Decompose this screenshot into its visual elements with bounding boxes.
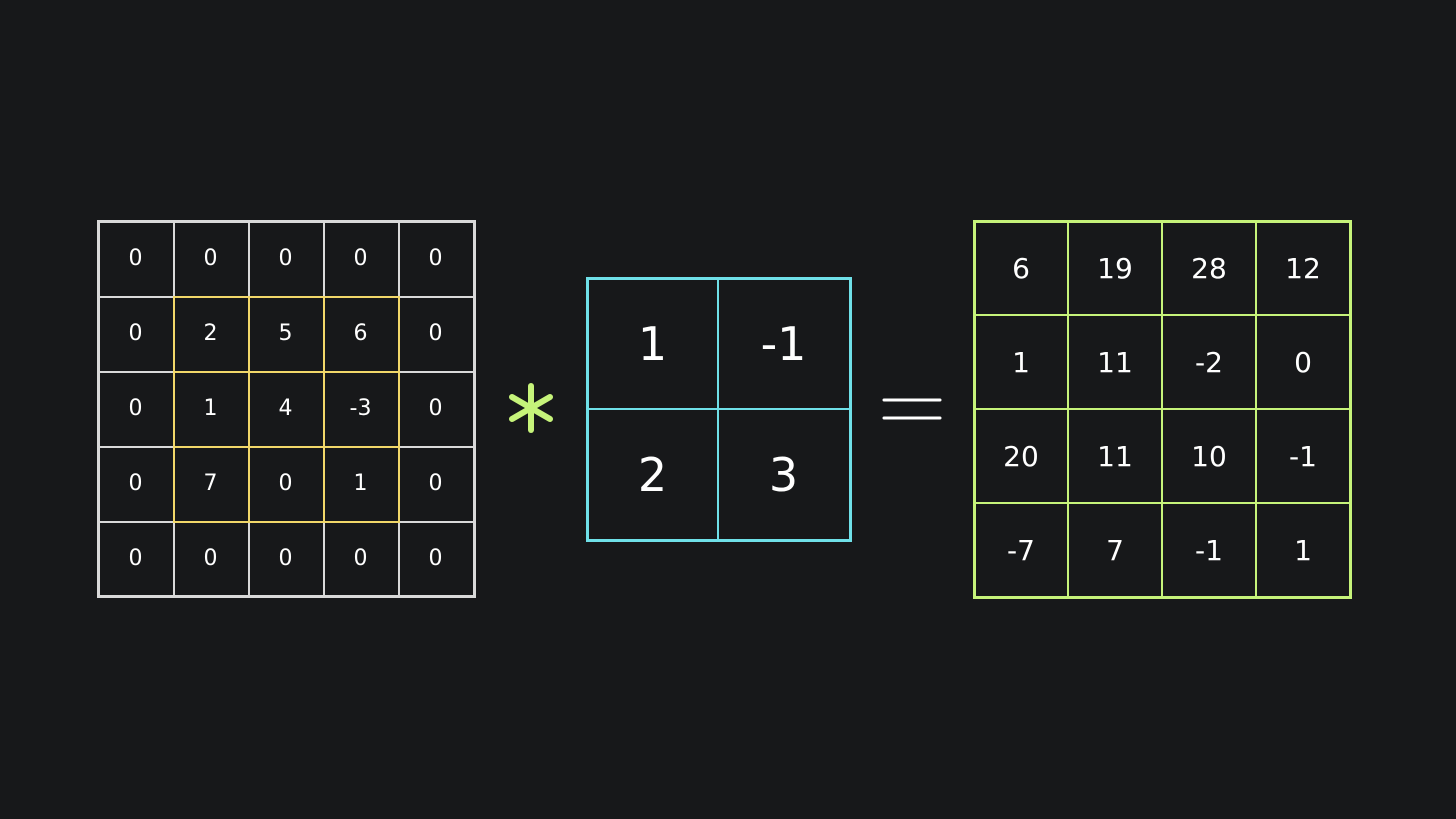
output-grid-line [1161,220,1163,599]
output-grid-line [1255,220,1257,599]
output-cell-0-0: 6 [1012,251,1030,285]
input-cell-3-3: 1 [353,471,368,496]
input-cell-4-3: 0 [353,546,368,571]
input-grid-line [97,521,175,523]
kernel-grid-line [586,277,852,280]
input-cell-1-1: 2 [203,321,218,346]
input-cell-4-0: 0 [128,546,143,571]
output-cell-0-2: 28 [1191,251,1227,285]
input-cell-2-3: -3 [349,396,372,421]
input-cell-4-4: 0 [428,546,443,571]
input-cell-4-1: 0 [203,546,218,571]
output-cell-1-2: -2 [1195,345,1223,379]
input-cell-0-2: 0 [278,246,293,271]
input-grid-line [473,220,476,598]
kernel-grid-line [586,539,852,542]
kernel-matrix: 1 -1 2 3 [587,278,849,540]
output-cell-3-2: -1 [1195,533,1223,567]
output-grid-line [1067,220,1069,599]
output-cell-1-0: 1 [1012,345,1030,379]
input-grid-line [173,521,175,598]
output-cell-0-1: 19 [1097,251,1133,285]
input-grid-line [97,446,175,448]
input-cell-1-0: 0 [128,321,143,346]
kernel-cell-0-0: 1 [637,316,668,371]
input-grid-line [323,521,325,598]
input-cell-3-2: 0 [278,471,293,496]
output-cell-1-3: 0 [1294,345,1312,379]
highlight-grid-line [173,371,400,373]
input-grid-line [97,371,175,373]
input-cell-1-3: 6 [353,321,368,346]
output-cell-3-0: -7 [1007,533,1035,567]
output-cell-2-0: 20 [1003,439,1039,473]
input-cell-2-4: 0 [428,396,443,421]
highlight-grid-line [323,296,325,523]
output-cell-2-3: -1 [1289,439,1317,473]
input-grid-line [248,521,250,598]
input-cell-2-0: 0 [128,396,143,421]
input-grid-line [398,521,476,523]
kernel-grid-line [586,277,589,542]
output-cell-3-1: 7 [1106,533,1124,567]
input-grid-line [398,446,476,448]
highlight-grid-line [173,446,400,448]
input-cell-0-3: 0 [353,246,368,271]
input-cell-2-2: 4 [278,396,293,421]
kernel-cell-1-0: 2 [637,447,668,502]
output-cell-2-2: 10 [1191,439,1227,473]
kernel-cell-0-1: -1 [760,316,807,371]
highlight-grid-line [173,296,175,523]
input-cell-1-2: 5 [278,321,293,346]
highlight-grid-line [173,296,400,298]
output-cell-1-1: 11 [1097,345,1133,379]
output-cell-3-3: 1 [1294,533,1312,567]
output-grid-line [973,220,976,599]
kernel-cell-1-1: 3 [768,447,799,502]
input-grid-line [173,220,175,297]
highlight-grid-line [398,296,400,523]
input-grid-line [97,220,476,223]
output-grid-line [1349,220,1352,599]
input-cell-3-1: 7 [203,471,218,496]
kernel-grid-line [586,408,852,410]
input-grid-line [97,296,175,298]
output-matrix: 6 19 28 12 1 11 -2 0 20 11 10 -1 -7 7 -1… [974,221,1350,597]
highlight-grid-line [173,521,400,523]
equals-icon [882,398,942,420]
highlight-grid-line [248,296,250,523]
output-cell-0-3: 12 [1285,251,1321,285]
input-cell-1-4: 0 [428,321,443,346]
input-grid-line [248,220,250,297]
output-cell-2-1: 11 [1097,439,1133,473]
input-grid-line [398,521,400,598]
input-cell-3-0: 0 [128,471,143,496]
kernel-grid-line [849,277,852,542]
input-grid-line [398,296,476,298]
input-grid-line [398,371,476,373]
input-matrix: 0 0 0 0 0 0 2 5 6 0 0 1 4 -3 0 0 7 0 1 0… [98,221,473,596]
input-grid-line [97,220,100,598]
input-cell-0-4: 0 [428,246,443,271]
input-cell-3-4: 0 [428,471,443,496]
kernel-grid-line [717,277,719,542]
input-grid-line [398,220,400,297]
convolution-asterisk-icon [509,383,553,433]
input-cell-2-1: 1 [203,396,218,421]
input-cell-0-1: 0 [203,246,218,271]
input-cell-4-2: 0 [278,546,293,571]
input-grid-line [97,595,476,598]
input-grid-line [323,220,325,297]
input-cell-0-0: 0 [128,246,143,271]
